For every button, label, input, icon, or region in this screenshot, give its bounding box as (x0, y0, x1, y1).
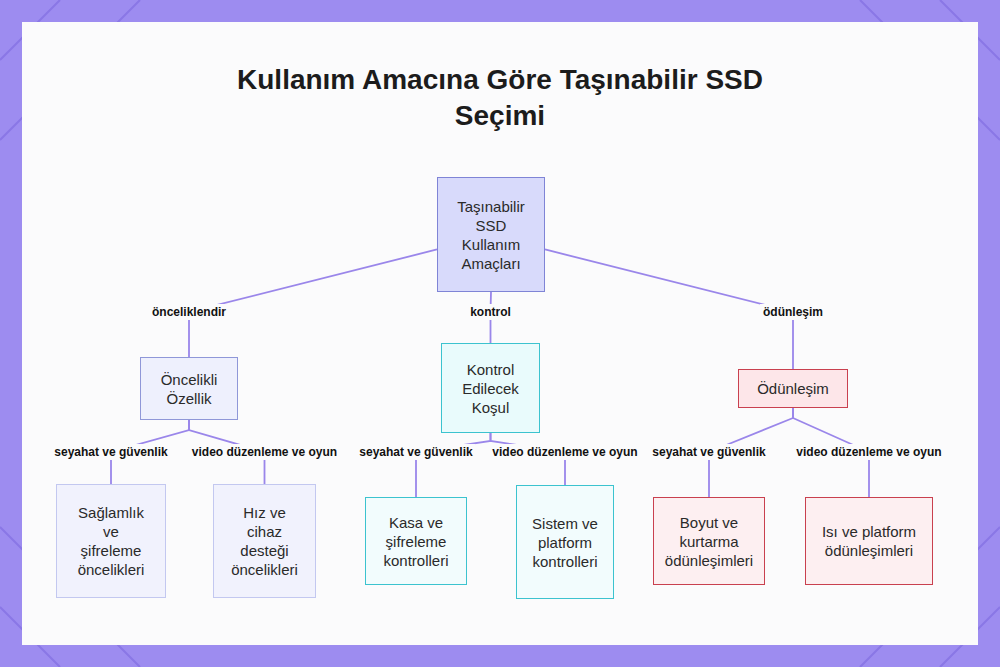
category-box: Ödünleşim (738, 369, 848, 408)
edge-label: video düzenleme ve oyun (793, 444, 944, 460)
edge-label: seyahat ve güvenlik (356, 444, 475, 460)
leaf-box: Sistem ve platform kontrolleri (516, 485, 614, 599)
root-box: Taşınabilir SSD Kullanım Amaçları (437, 177, 545, 292)
leaf-box: Kasa ve şifreleme kontrolleri (365, 497, 467, 585)
connector-line (416, 433, 491, 497)
leaf-box: Hız ve cihaz desteği öncelikleri (213, 484, 316, 598)
node-text: Sistem ve platform kontrolleri (527, 514, 603, 571)
node-text: Boyut ve kurtarma ödünleşimleri (662, 513, 756, 570)
category-box: Kontrol Edilecek Koşul (441, 343, 540, 433)
node-text: Öncelikli Özellik (149, 370, 229, 408)
node-text: Kasa ve şifreleme kontrolleri (374, 513, 458, 570)
edge-label: önceliklendir (149, 304, 229, 320)
leaf-box: Isı ve platform ödünleşimleri (805, 497, 933, 585)
node-text: Kontrol Edilecek Koşul (454, 360, 527, 417)
edge-label: kontrol (467, 304, 514, 320)
edge-label: video düzenleme ve oyun (489, 444, 640, 460)
connector-line (545, 249, 793, 369)
node-text: Isı ve platform ödünleşimleri (816, 522, 922, 560)
diagram-title: Kullanım Amacına Göre Taşınabilir SSD Se… (200, 62, 800, 134)
node-text: Ödünleşim (757, 379, 829, 398)
node-text: Hız ve cihaz desteği öncelikleri (231, 503, 298, 579)
category-box: Öncelikli Özellik (140, 357, 238, 420)
node-text: Taşınabilir SSD Kullanım Amaçları (450, 197, 532, 273)
edge-label: ödünleşim (760, 304, 826, 320)
edge-label: video düzenleme ve oyun (189, 444, 340, 460)
edge-label: seyahat ve güvenlik (51, 444, 170, 460)
leaf-box: Boyut ve kurtarma ödünleşimleri (653, 497, 765, 585)
node-text: Sağlamlık ve şifreleme öncelikleri (71, 503, 151, 579)
edge-label: seyahat ve güvenlik (649, 444, 768, 460)
leaf-box: Sağlamlık ve şifreleme öncelikleri (56, 484, 166, 598)
